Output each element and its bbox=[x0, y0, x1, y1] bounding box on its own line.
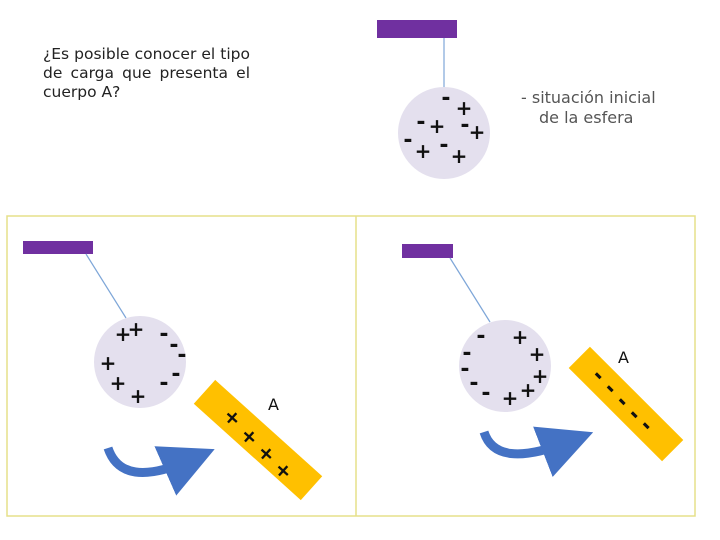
plus-charge: + bbox=[128, 317, 145, 341]
body-a-rod bbox=[193, 379, 323, 501]
plus-charge: + bbox=[451, 144, 468, 168]
body-a-label: A bbox=[268, 395, 279, 414]
rotation-arrow bbox=[103, 446, 215, 496]
support-bar bbox=[377, 20, 457, 38]
plus-charge: + bbox=[429, 114, 446, 138]
plus-charge: + bbox=[469, 120, 486, 144]
thread bbox=[449, 257, 491, 323]
sphere bbox=[94, 316, 186, 408]
plus-charge: + bbox=[110, 371, 127, 395]
minus-charge: - bbox=[439, 133, 448, 158]
initial-state-caption-line2: de la esfera bbox=[539, 108, 634, 127]
plus-charge: + bbox=[100, 351, 117, 375]
minus-charge: - bbox=[169, 333, 178, 358]
panel-right: -++--+--++ ----- A bbox=[402, 244, 684, 477]
rod-charges: ----- bbox=[586, 364, 658, 438]
body-a-label: A bbox=[618, 348, 629, 367]
plus-charge: + bbox=[502, 386, 519, 410]
minus-charge: - bbox=[171, 362, 180, 387]
body-a-rod bbox=[568, 346, 684, 462]
plus-charge: + bbox=[529, 342, 546, 366]
initial-sphere-group: -+-+-+-+-+ bbox=[377, 20, 490, 179]
minus-charge: - bbox=[159, 322, 168, 347]
sphere-charges: -++--+--++ bbox=[460, 324, 548, 410]
minus-charge: - bbox=[460, 357, 469, 382]
plus-charge: + bbox=[512, 325, 529, 349]
sphere bbox=[398, 87, 490, 179]
thread bbox=[85, 253, 127, 319]
minus-charge: - bbox=[460, 113, 469, 138]
sphere-charges: ++--+-+-+- bbox=[100, 317, 187, 408]
comparison-frame bbox=[6, 215, 696, 517]
plus-charge: + bbox=[456, 96, 473, 120]
minus-charge: - bbox=[177, 343, 186, 368]
plus-charge: + bbox=[520, 378, 537, 402]
sphere-charges: -+-+-+-+-+ bbox=[403, 86, 485, 168]
support-bar bbox=[23, 241, 93, 254]
minus-charge: - bbox=[416, 110, 425, 135]
support-bar bbox=[402, 244, 453, 258]
minus-charge: - bbox=[441, 86, 450, 111]
rotation-arrow bbox=[479, 426, 594, 477]
minus-charge: - bbox=[462, 341, 471, 366]
minus-charge: - bbox=[481, 381, 490, 406]
question-text: ¿Es posible conocer el tipo de carga que… bbox=[43, 45, 250, 101]
initial-state-caption-line1: - situación inicial bbox=[521, 88, 656, 107]
plus-charge: + bbox=[415, 139, 432, 163]
minus-charge: - bbox=[159, 371, 168, 396]
plus-charge: + bbox=[130, 384, 147, 408]
panel-left: ++--+-+-+- ++++ A bbox=[23, 241, 323, 501]
minus-charge: - bbox=[476, 324, 485, 349]
minus-charge: - bbox=[469, 371, 478, 396]
plus-charge: + bbox=[115, 322, 132, 346]
minus-charge: - bbox=[403, 128, 412, 153]
sphere bbox=[459, 320, 551, 412]
plus-charge: + bbox=[532, 364, 549, 388]
